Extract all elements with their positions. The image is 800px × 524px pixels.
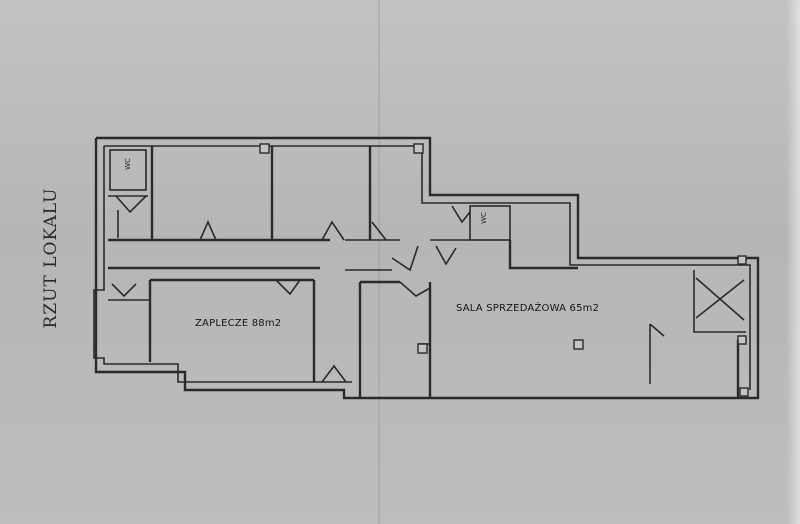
plan-title: RZUT LOKALU xyxy=(41,187,61,329)
room-label-zaplecze: ZAPLECZE 88m2 xyxy=(195,318,282,329)
wc-label-right: WC xyxy=(479,212,488,224)
outer-wall xyxy=(94,136,760,400)
room-label-sala: SALA SPRZEDAŻOWA 65m2 xyxy=(456,303,600,314)
wc-label-left: WC xyxy=(123,158,132,170)
